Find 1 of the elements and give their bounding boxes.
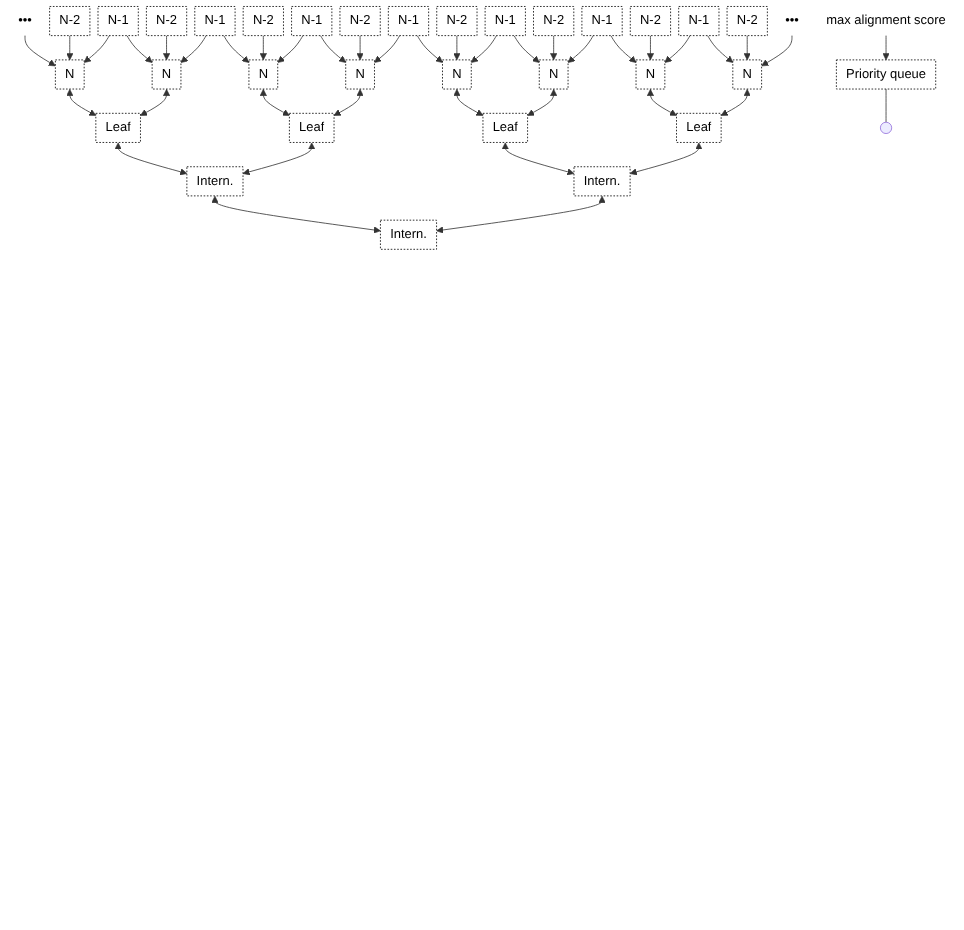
connector — [885, 88, 887, 123]
